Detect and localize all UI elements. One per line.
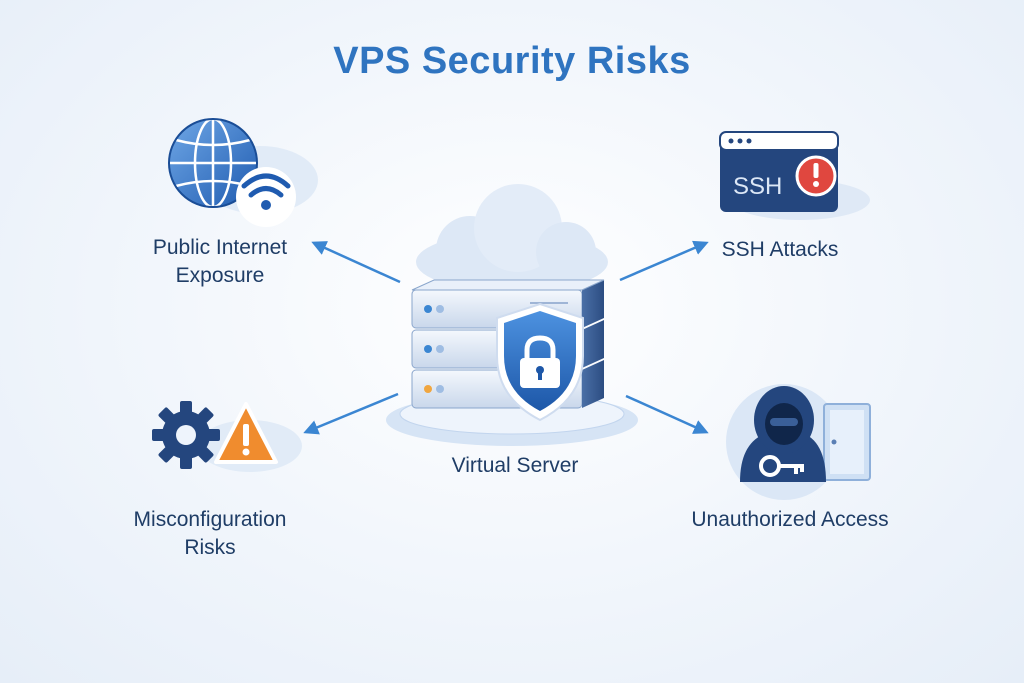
risk-label-misconfiguration: Misconfiguration Risks: [100, 506, 320, 562]
risk-label-line: Misconfiguration: [133, 508, 287, 531]
globe-wifi-icon: [168, 117, 318, 227]
center-label-virtual-server: Virtual Server: [451, 454, 579, 477]
ssh-icon-text: SSH: [733, 173, 782, 200]
terminal-alert-icon: SSH: [719, 131, 870, 220]
risk-label-line: Risks: [184, 536, 236, 559]
page-title: VPS Security Risks: [333, 40, 691, 82]
risk-label-line: Exposure: [175, 264, 265, 287]
risk-label-line: Public Internet: [152, 236, 288, 259]
hacker-key-icon: [726, 384, 871, 500]
arrow-to-public: [311, 241, 401, 284]
risk-label-public-internet-exposure: Public Internet Exposure: [120, 234, 320, 290]
shield-lock-icon: [496, 302, 584, 422]
gear-warning-icon: [152, 401, 302, 472]
risk-label-unauthorized-access: Unauthorized Access: [691, 508, 889, 531]
risk-label-ssh-attacks: SSH Attacks: [721, 238, 839, 261]
arrow-to-ssh: [619, 240, 709, 282]
cloud-icon: [416, 184, 608, 292]
arrow-to-misconfig: [303, 392, 399, 435]
arrow-to-unauth: [625, 394, 709, 434]
